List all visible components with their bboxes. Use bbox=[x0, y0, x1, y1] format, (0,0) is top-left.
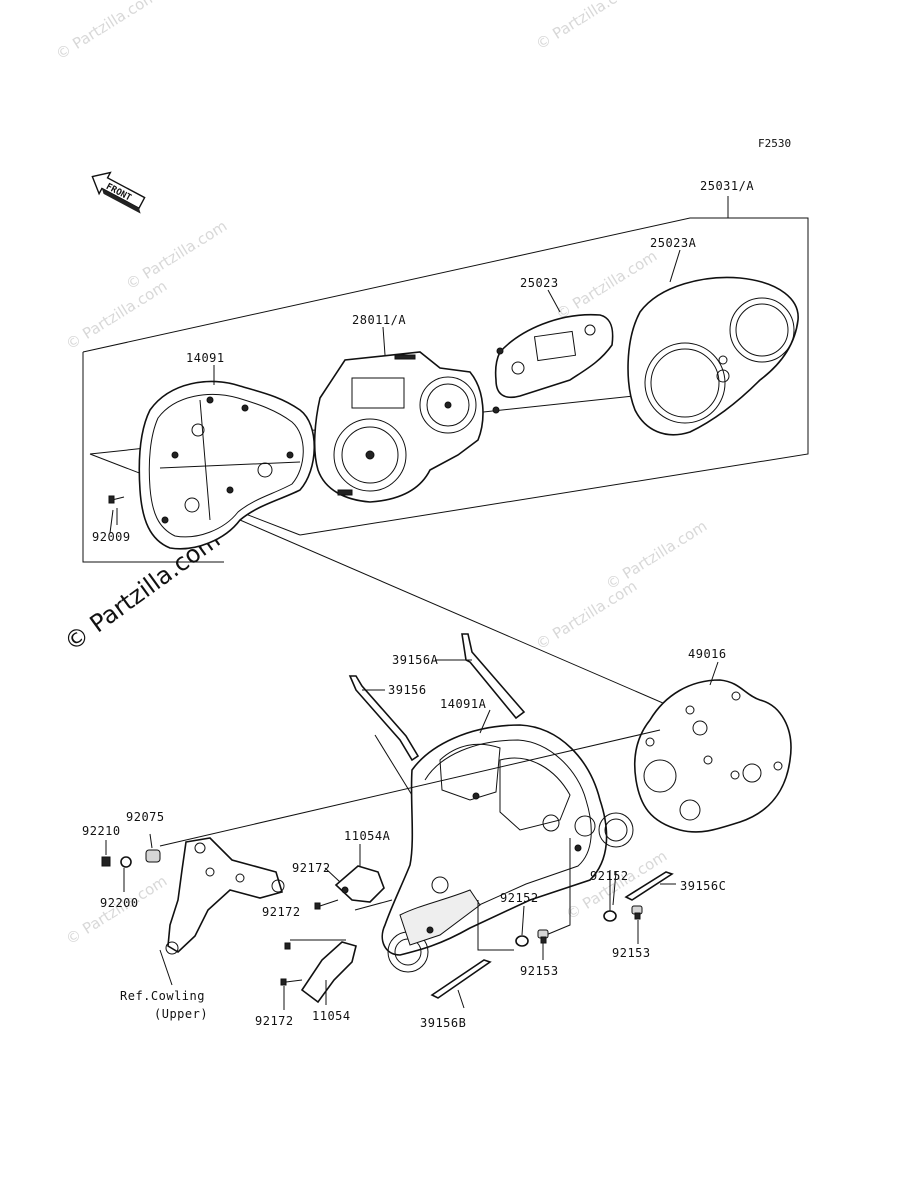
part-label: 92153 bbox=[612, 946, 651, 960]
screw-92009 bbox=[108, 495, 125, 525]
part-label: 92075 bbox=[126, 810, 165, 824]
part-label: 92210 bbox=[82, 824, 121, 838]
strip-39156C bbox=[624, 871, 676, 901]
nut-92210 bbox=[101, 840, 111, 867]
leader-lines bbox=[109, 249, 719, 1009]
part-label: 92152 bbox=[590, 869, 629, 883]
watermark: © Partzilla.com bbox=[63, 277, 171, 354]
part-label: 92172 bbox=[292, 861, 331, 875]
washer-92200 bbox=[120, 856, 132, 892]
visor-part bbox=[492, 313, 614, 414]
watermark: © Partzilla.com bbox=[53, 0, 161, 63]
reference-note-line2: (Upper) bbox=[154, 1007, 208, 1021]
watermark: © Partzilla.com bbox=[533, 577, 641, 654]
meter-housing-part bbox=[381, 724, 634, 973]
watermark: © Partzilla.com bbox=[123, 217, 231, 294]
part-label: 25031/A bbox=[700, 179, 754, 193]
part-label: 92200 bbox=[100, 896, 139, 910]
part-label: 39156B bbox=[420, 1016, 466, 1030]
front-arrow-icon: FRONT bbox=[91, 171, 146, 214]
part-label: 92153 bbox=[520, 964, 559, 978]
part-label: 25023A bbox=[650, 236, 697, 250]
clamp-11054 bbox=[300, 941, 357, 1005]
part-label: 14091 bbox=[186, 351, 225, 365]
screw-92172-a bbox=[314, 899, 339, 910]
washer-92152-a bbox=[515, 935, 529, 947]
gasket-plate-part bbox=[633, 679, 792, 833]
part-label: 25023 bbox=[520, 276, 559, 290]
clamp-11054A bbox=[324, 844, 385, 903]
part-label: 92172 bbox=[255, 1014, 294, 1028]
bolt-92153-a bbox=[537, 929, 549, 944]
watermark: © Partzilla.com bbox=[603, 517, 711, 594]
meter-unit-part bbox=[313, 351, 484, 503]
part-label: 14091A bbox=[440, 697, 487, 711]
screw-92172-b bbox=[284, 942, 291, 950]
watermark: © Partzilla.com bbox=[533, 0, 641, 53]
washer-92152-b bbox=[603, 910, 617, 922]
part-label: 28011/A bbox=[352, 313, 406, 327]
reference-note-line1: Ref.Cowling bbox=[120, 989, 205, 1003]
part-label: 92009 bbox=[92, 530, 131, 544]
part-label: 39156C bbox=[680, 879, 726, 893]
part-label: 92172 bbox=[262, 905, 301, 919]
part-label: 11054A bbox=[344, 829, 391, 843]
part-label: 11054 bbox=[312, 1009, 351, 1023]
grommet-92075 bbox=[145, 833, 161, 863]
figure-code: F2530 bbox=[758, 137, 791, 150]
part-label: 92152 bbox=[500, 891, 539, 905]
part-labels: 25031/A 25023A 25023 28011/A 14091 92009… bbox=[82, 179, 754, 1030]
part-label: 39156A bbox=[392, 653, 439, 667]
strip-39156A bbox=[435, 633, 526, 720]
strip-39156 bbox=[348, 675, 420, 762]
screw-92172-c bbox=[280, 978, 303, 1010]
watermark: © Partzilla.com bbox=[63, 872, 171, 949]
part-label: 49016 bbox=[688, 647, 727, 661]
bolt-92153-b bbox=[631, 905, 643, 920]
part-label: 39156 bbox=[388, 683, 427, 697]
strip-39156B bbox=[430, 959, 492, 999]
lower-case-part bbox=[138, 380, 316, 550]
top-cover-part bbox=[627, 276, 799, 436]
bracket-part bbox=[159, 837, 285, 986]
